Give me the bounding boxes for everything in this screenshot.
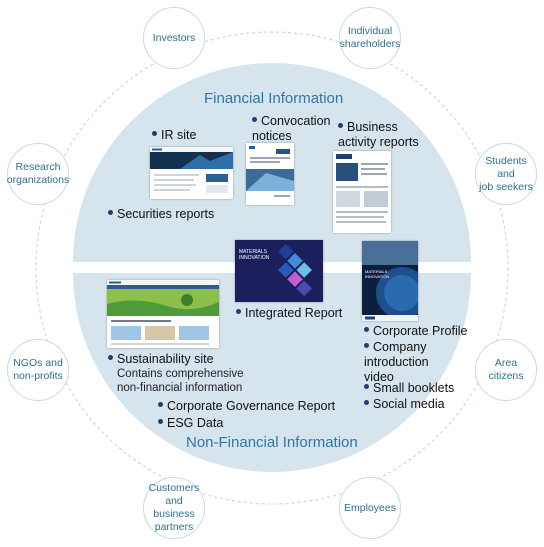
bullet-icon [252, 117, 257, 123]
securities-reports-label: Securities reports [117, 207, 215, 221]
stakeholder-investors: Investors [143, 7, 205, 69]
financial-title: Financial Information [204, 90, 344, 107]
stakeholder-customers: Customers and business partners [143, 477, 205, 539]
esg-data-item: ESG Data [158, 416, 223, 431]
company-video-label: Company introduction video [364, 340, 429, 384]
integrated-report-thumbnail: MATERIALS INNOVATION [235, 240, 323, 302]
convocation-label: Convocation notices [252, 114, 331, 143]
bullet-icon [364, 327, 369, 333]
sustainability-site-item: Sustainability site [108, 352, 214, 367]
bullet-icon [158, 419, 163, 425]
company-video-item: Company introduction video [364, 340, 429, 385]
nonfinancial-title: Non-Financial Information [186, 434, 358, 451]
ir-site-item: IR site [152, 128, 196, 143]
corporate-profile-thumbnail: MATERIALS INNOVATION [362, 241, 418, 321]
business-reports-label: Business activity reports [338, 120, 419, 149]
ir-site-thumbnail [150, 147, 233, 199]
stakeholder-area-citizens: Area citizens [475, 339, 537, 401]
governance-report-item: Corporate Governance Report [158, 399, 335, 414]
social-media-item: Social media [364, 397, 445, 412]
stakeholder-students: Students and job seekers [475, 143, 537, 205]
securities-reports-item: Securities reports [108, 207, 214, 222]
convocation-item: Convocation notices [252, 114, 331, 144]
business-reports-item: Business activity reports [338, 120, 419, 150]
profile-cover-title: MATERIALS INNOVATION [365, 269, 390, 279]
bullet-icon [364, 343, 369, 349]
bullet-icon [364, 384, 369, 390]
stakeholder-individual-shareholders: Individual shareholders [339, 7, 401, 69]
esg-data-label: ESG Data [167, 416, 224, 430]
business-reports-thumbnail [333, 151, 391, 233]
small-booklets-label: Small booklets [373, 381, 455, 395]
stakeholder-research: Research organizations [7, 143, 69, 205]
bullet-icon [236, 309, 241, 315]
social-media-label: Social media [373, 397, 445, 411]
small-booklets-item: Small booklets [364, 381, 454, 396]
bullet-icon [338, 123, 343, 129]
integrated-cover-title: MATERIALS INNOVATION [239, 249, 270, 261]
stakeholder-ngos: NGOs and non-profits [7, 339, 69, 401]
bullet-icon [108, 355, 113, 361]
governance-report-label: Corporate Governance Report [167, 399, 336, 413]
integrated-report-label: Integrated Report [245, 306, 343, 320]
stakeholder-employees: Employees [339, 477, 401, 539]
ir-site-label: IR site [161, 128, 197, 142]
bullet-icon [364, 400, 369, 406]
corporate-profile-item: Corporate Profile [364, 324, 468, 339]
convocation-thumbnail [246, 143, 294, 205]
bullet-icon [108, 210, 113, 216]
sustainability-note: Contains comprehensive non-financial inf… [117, 368, 244, 394]
corporate-profile-label: Corporate Profile [373, 324, 468, 338]
bullet-icon [158, 402, 163, 408]
bullet-icon [152, 131, 157, 137]
sustainability-site-thumbnail [107, 280, 219, 348]
sustainability-site-label: Sustainability site [117, 352, 214, 366]
integrated-report-item: Integrated Report [236, 306, 342, 321]
